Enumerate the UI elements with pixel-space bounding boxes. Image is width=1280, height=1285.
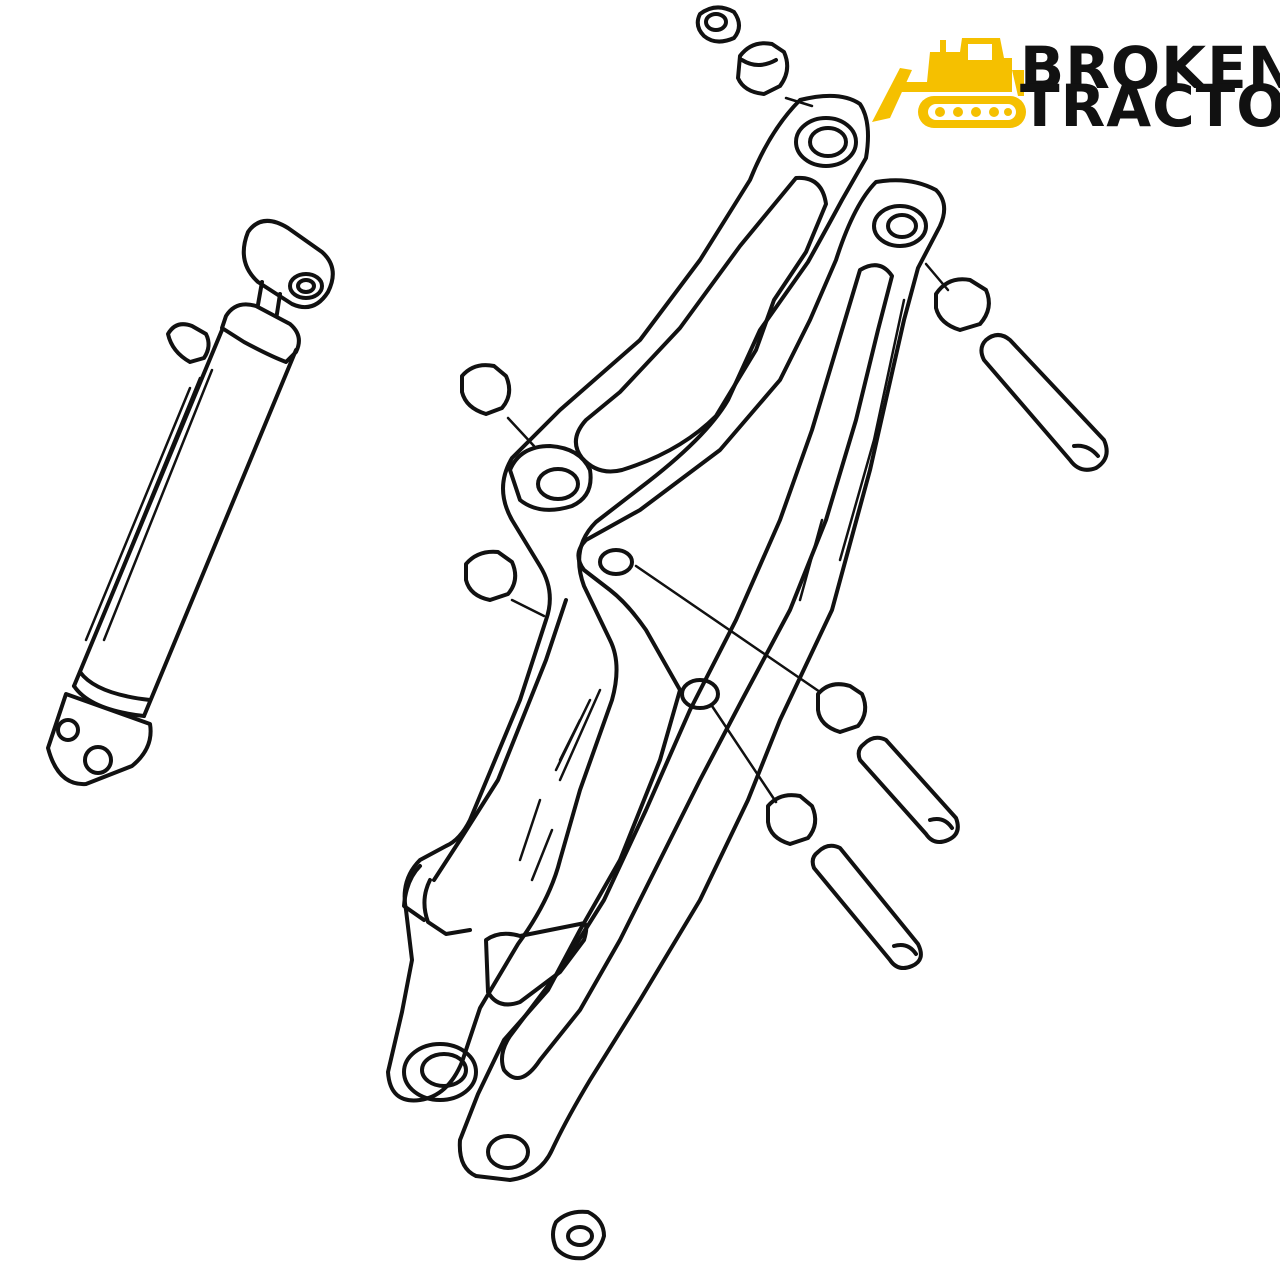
logo-line-1: BROKEN	[1020, 34, 1280, 102]
bulldozer-icon	[872, 38, 1026, 128]
bushing-right-top	[924, 262, 991, 332]
pin-lower-center	[810, 843, 923, 970]
logo-line-2: TRACTOR	[1020, 72, 1280, 140]
bushing-left-mid-2	[464, 549, 546, 618]
bushing-top	[736, 41, 814, 108]
bushing-lower-center	[710, 704, 818, 846]
hydraulic-cylinder	[46, 219, 335, 787]
pin-right-top	[979, 333, 1109, 472]
bushing-bottom	[551, 1209, 606, 1261]
bushing-top-left-small	[695, 5, 741, 44]
brand-logo: BROKEN TRACTOR	[872, 34, 1280, 140]
bushing-center-right	[634, 564, 868, 734]
lift-arm-rear	[457, 178, 947, 1182]
pin-center-right	[856, 735, 960, 844]
bushing-left-mid-1	[460, 363, 536, 448]
